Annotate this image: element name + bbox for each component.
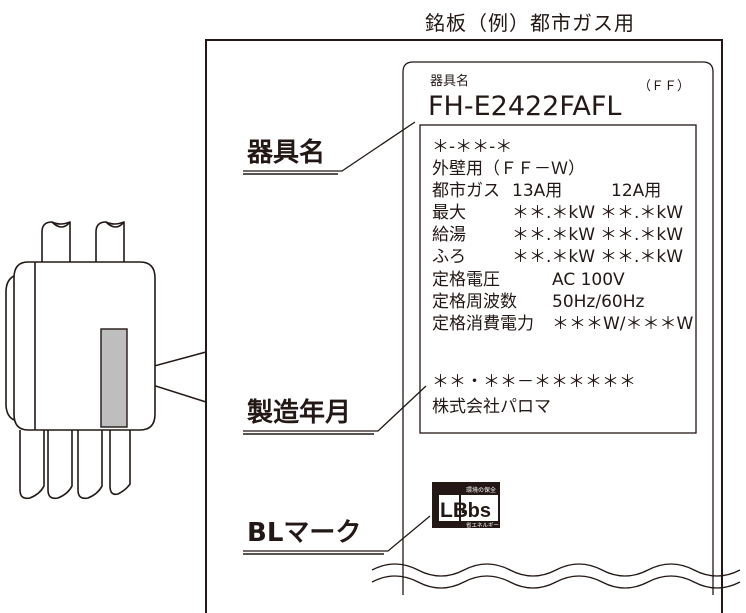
spec-value-13a: ＊＊.＊kW xyxy=(512,203,596,223)
spec-value-13a: 13A用 xyxy=(512,181,563,201)
spec-value-13a: ＊＊.＊kW xyxy=(512,247,596,267)
serial-number: ＊＊・＊＊－＊＊＊＊＊＊ xyxy=(432,372,636,392)
plate-type-code: （ＦＦ） xyxy=(638,79,691,94)
bl-logo-mark: -bs xyxy=(461,500,491,522)
spec-value-13a: ＊＊.＊kW xyxy=(512,225,596,245)
spec-value: ＊＊＊W/＊＊＊W xyxy=(552,314,694,334)
nameplate-outline xyxy=(402,61,714,595)
bl-logo: LB 環境の保全 -bs 省エネルギー xyxy=(432,482,500,529)
callout-manufacture-date: 製造年月 xyxy=(247,398,352,428)
plate-name-label: 器具名 xyxy=(430,74,470,89)
spec-label: 定格消費電力 xyxy=(432,314,534,334)
appliance-illustration xyxy=(5,221,156,500)
spec-label: 都市ガス xyxy=(432,181,500,201)
bl-logo-bottom: 省エネルギー xyxy=(466,521,499,529)
spec-label: 定格周波数 xyxy=(432,292,517,312)
callout-line-bl xyxy=(243,515,431,552)
spec-box xyxy=(419,124,697,434)
callout-appliance-name: 器具名 xyxy=(247,138,326,168)
spec-value: 50Hz/60Hz xyxy=(552,292,645,312)
nameplate-location-marker xyxy=(100,328,128,428)
spec-value-12a: ＊＊.＊kW xyxy=(600,247,684,267)
callout-bl-mark: BLマーク xyxy=(247,518,362,548)
spec-label: ふろ xyxy=(432,247,466,267)
spec-value: AC 100V xyxy=(552,270,625,290)
bl-logo-letters: LB xyxy=(440,499,468,522)
callout-line-date xyxy=(243,385,427,432)
manufacturer: 株式会社パロマ xyxy=(432,397,551,417)
spec-label: 定格電圧 xyxy=(432,270,500,290)
callout-line-name xyxy=(243,121,416,172)
spec-label: 給湯 xyxy=(432,225,466,245)
spec-label: ＊-＊＊-＊ xyxy=(432,137,513,157)
wave-cut xyxy=(371,575,741,589)
spec-label: 外壁用（ＦＦ－Ｗ） xyxy=(432,159,585,179)
spec-value-12a: 12A用 xyxy=(611,181,662,201)
wave-cut xyxy=(371,563,741,577)
bl-logo-top: 環境の保全 xyxy=(466,486,496,494)
figure-caption: 銘板（例）都市ガス用 xyxy=(425,11,635,35)
spec-value-12a: ＊＊.＊kW xyxy=(600,225,684,245)
panel-frame xyxy=(205,39,723,613)
plate-model: FH-E2422FAFL xyxy=(428,91,622,122)
spec-value-12a: ＊＊.＊kW xyxy=(600,203,684,223)
spec-label: 最大 xyxy=(432,203,466,223)
